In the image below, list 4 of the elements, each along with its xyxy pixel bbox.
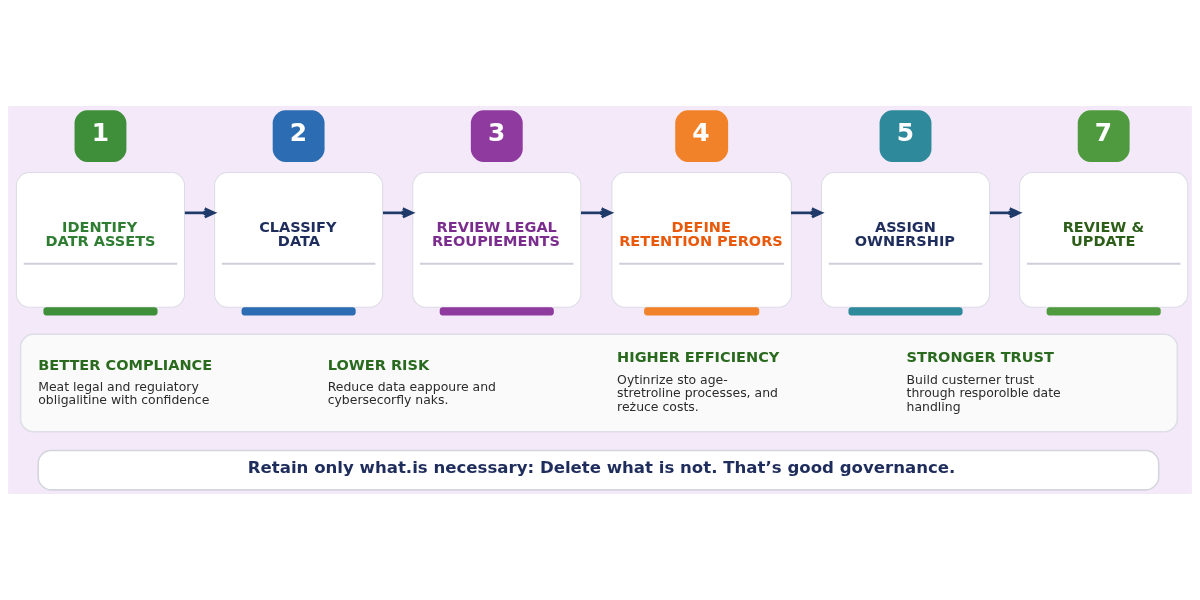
node-text: STRONGER TRUST Build custerner trust through resporolble date handling bbox=[906, 349, 1061, 414]
node-text: BETTER COMPLIANCE Meat legal and reguiatory obligalitine with confidence bbox=[38, 356, 213, 408]
node-text: LOWER RISK Reduce data eappoure and cybersecorfly naks. bbox=[327, 356, 496, 408]
node-text: HIGHER EFFICIENCY Oytinrize sto age-stretroline processes, and reżuce costs. bbox=[617, 349, 780, 414]
